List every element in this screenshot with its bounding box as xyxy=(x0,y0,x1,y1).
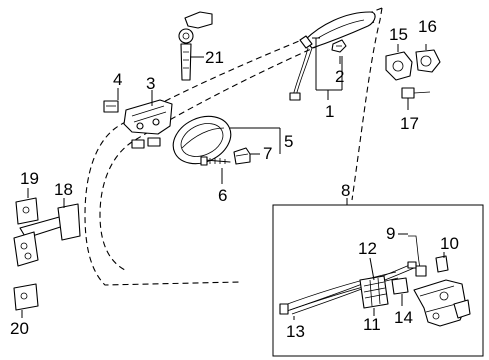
callout-7: 7 xyxy=(263,144,272,163)
clip-part-10 xyxy=(435,255,449,273)
bracket-part-20 xyxy=(13,283,39,311)
block-part-14 xyxy=(391,277,409,295)
callout-1: 1 xyxy=(325,102,334,121)
door-latch xyxy=(413,279,471,327)
door-outline xyxy=(84,7,383,286)
callout-2: 2 xyxy=(335,67,344,86)
striker-part-15 xyxy=(385,51,413,81)
callout-10: 10 xyxy=(440,234,459,253)
callout-18: 18 xyxy=(54,180,73,199)
inside-handle-bracket xyxy=(123,99,173,149)
grommet-part-11 xyxy=(359,275,389,309)
cap-part-7 xyxy=(233,147,251,165)
callout-13: 13 xyxy=(286,322,305,341)
outside-handle xyxy=(299,11,376,49)
callout-20: 20 xyxy=(10,319,29,338)
callout-21: 21 xyxy=(205,48,224,67)
cable-part-13 xyxy=(279,271,399,315)
callout-5: 5 xyxy=(284,132,293,151)
handle-clip xyxy=(331,39,347,53)
callout-8: 8 xyxy=(341,181,350,200)
callout-4: 4 xyxy=(113,70,122,89)
callout-19: 19 xyxy=(20,169,39,188)
callout-6: 6 xyxy=(218,186,227,205)
callout-16: 16 xyxy=(418,17,437,36)
callout-15: 15 xyxy=(389,25,408,44)
callout-9: 9 xyxy=(386,224,395,243)
callout-11: 11 xyxy=(363,315,381,334)
callout-3: 3 xyxy=(146,74,155,93)
bolt-part-17 xyxy=(401,87,431,99)
cable-part-12 xyxy=(289,261,417,315)
door-inner-outline xyxy=(99,21,375,271)
door-rear-edge xyxy=(351,7,383,201)
leader-lines xyxy=(21,37,445,320)
bracket-part-19 xyxy=(15,197,39,225)
inside-handle-bezel xyxy=(172,115,232,165)
callout-14: 14 xyxy=(394,308,413,327)
clip-part-4 xyxy=(103,100,119,113)
screw-part-6 xyxy=(200,156,231,166)
key-cylinder xyxy=(178,11,213,81)
callouts: 1 2 3 4 5 6 7 8 9 10 11 12 13 14 15 16 1… xyxy=(10,17,459,341)
lock-assembly-box xyxy=(272,204,484,357)
lock-rod xyxy=(408,235,427,277)
door-check xyxy=(13,203,81,267)
handle-rod xyxy=(289,47,313,101)
callout-17: 17 xyxy=(400,114,419,133)
striker-part-16 xyxy=(415,49,441,73)
callout-12: 12 xyxy=(358,239,377,258)
